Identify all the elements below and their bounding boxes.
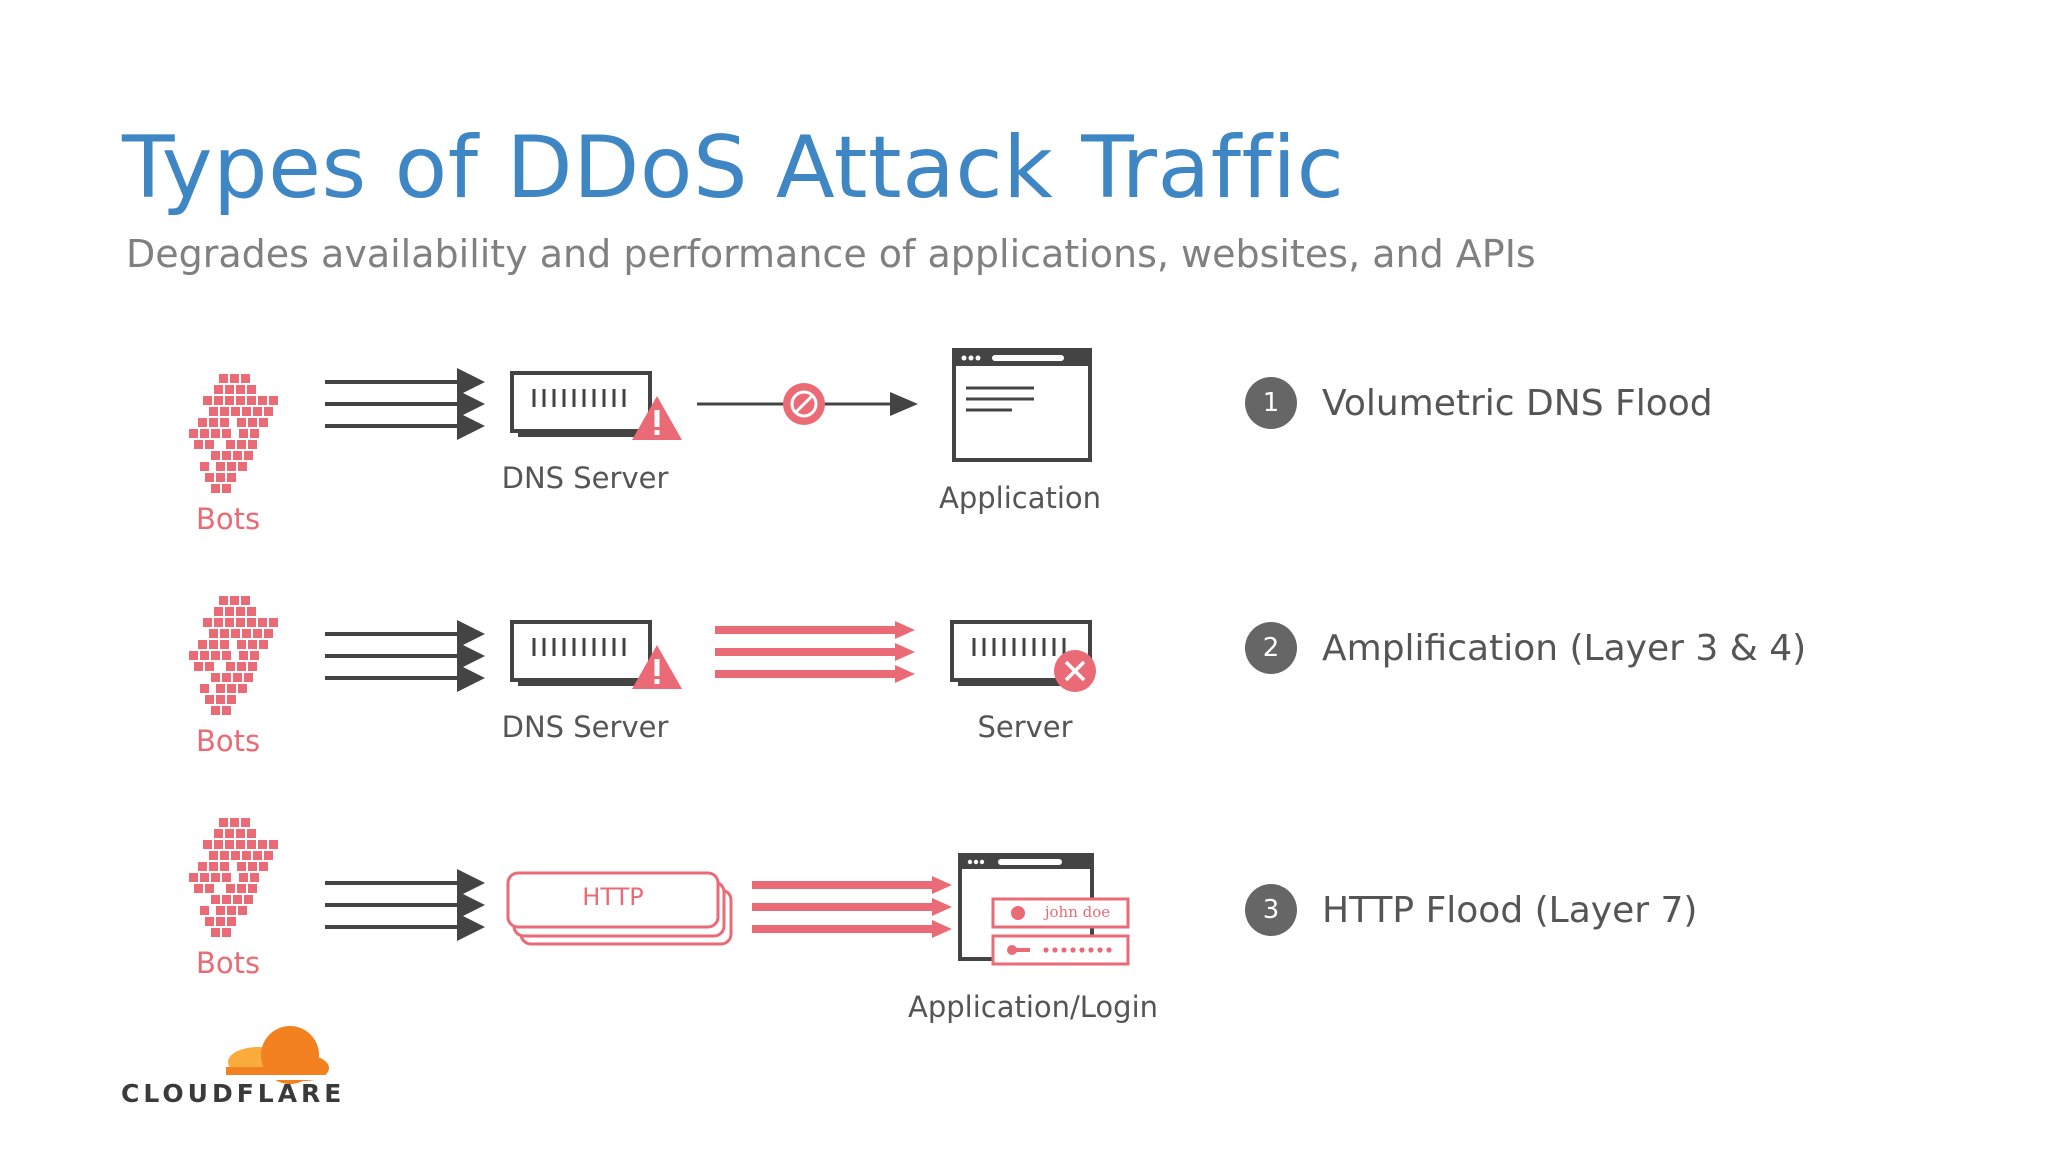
bots-icon [189, 596, 278, 715]
attack-arrows [323, 618, 487, 694]
cloudflare-logo-text: CLOUDFLARE [121, 1079, 346, 1108]
page-subtitle: Degrades availability and performance of… [126, 232, 1536, 276]
bots-label: Bots [195, 946, 261, 980]
blocked-connection [697, 383, 918, 425]
dns-server-label: DNS Server [501, 461, 669, 495]
cloud-logo-icon [226, 1026, 329, 1084]
bots-icon [189, 818, 278, 937]
server-error-icon [1054, 650, 1096, 692]
application-window-icon [952, 348, 1092, 462]
server-label: Server [977, 710, 1073, 744]
legend-item-1: 1 Volumetric DNS Flood [1245, 377, 1713, 429]
dns-server-icon [510, 620, 652, 686]
application-label: Application [938, 481, 1102, 515]
dns-server-icon [510, 371, 652, 437]
bots-icon [189, 374, 278, 493]
http-label: HTTP [582, 883, 644, 911]
number-badge: 2 [1245, 622, 1297, 674]
login-window-icon [958, 853, 1130, 966]
number-badge: 3 [1245, 884, 1297, 936]
legend-item-3: 3 HTTP Flood (Layer 7) [1245, 884, 1697, 936]
legend-item-2: 2 Amplification (Layer 3 & 4) [1245, 622, 1806, 674]
key-icon [1007, 945, 1030, 955]
bots-label: Bots [195, 502, 261, 536]
user-icon [1011, 906, 1025, 920]
http-requests-icon [506, 871, 733, 946]
number-badge: 1 [1245, 377, 1297, 429]
application-login-label: Application/Login [907, 990, 1159, 1024]
legend-text: HTTP Flood (Layer 7) [1322, 889, 1698, 931]
bots-label: Bots [195, 724, 261, 758]
amplified-traffic-arrows [715, 621, 915, 683]
login-username-value: john doe [1044, 903, 1111, 921]
dns-server-label: DNS Server [501, 710, 669, 744]
attack-arrows [323, 366, 487, 442]
attack-arrows [323, 867, 487, 943]
page-title: Types of DDoS Attack Traffic [122, 118, 1345, 218]
legend-text: Volumetric DNS Flood [1322, 382, 1713, 424]
http-flood-arrows [752, 876, 952, 938]
legend-text: Amplification (Layer 3 & 4) [1322, 627, 1807, 669]
